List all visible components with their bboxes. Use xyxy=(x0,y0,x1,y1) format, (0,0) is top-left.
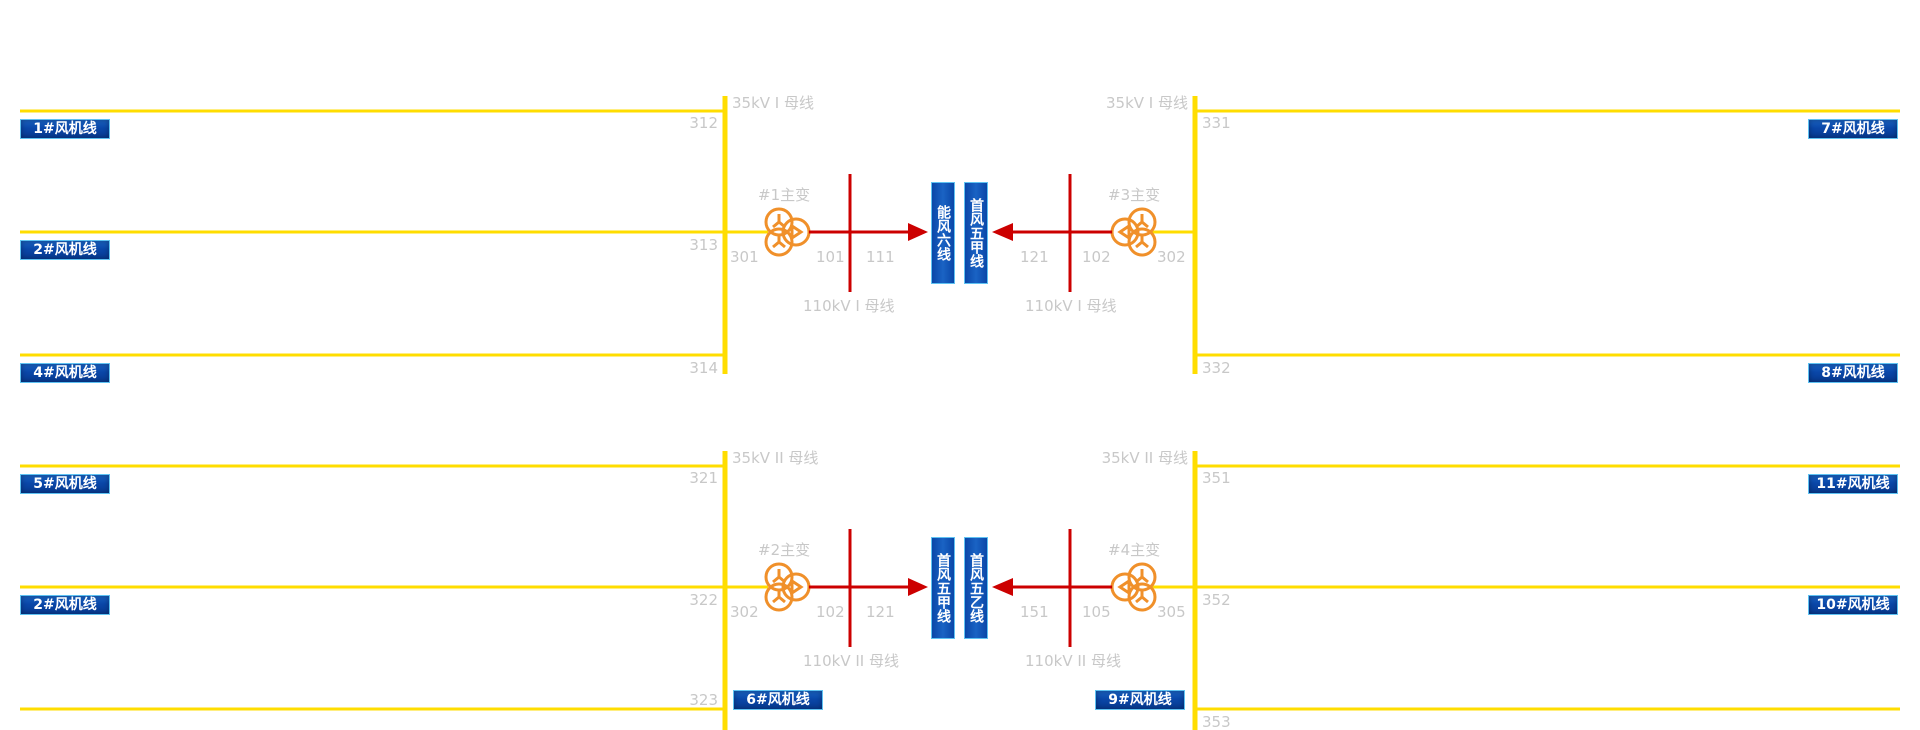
switch-label: 322 xyxy=(689,591,718,609)
switch-label: 301 xyxy=(730,248,759,266)
transformer-icon[interactable] xyxy=(1110,562,1157,612)
feeder-label-11[interactable]: 11#风机线 xyxy=(1808,474,1898,494)
transformer-icon[interactable] xyxy=(764,562,811,612)
switch-label: 102 xyxy=(1082,248,1111,266)
switch-label: 323 xyxy=(689,691,718,709)
bus-label: 110kV I 母线 xyxy=(803,297,895,315)
switch-label: 105 xyxy=(1082,603,1111,621)
feeder-label-2b[interactable]: 2#风机线 xyxy=(20,595,110,615)
switch-label: 313 xyxy=(689,236,718,254)
switch-label: 331 xyxy=(1202,114,1231,132)
switch-label: 302 xyxy=(1157,248,1186,266)
arrow-left-icon xyxy=(992,578,1013,596)
transformer-label: #2主变 xyxy=(758,541,810,559)
outgoing-line-box[interactable]: 首风五甲线 xyxy=(931,537,955,639)
bus-label: 110kV II 母线 xyxy=(803,652,899,670)
bus-label: 35kV I 母线 xyxy=(1106,94,1188,112)
section-1: 35kV I 母线 312 313 314 #1主变 301 101 111 1… xyxy=(20,94,1900,377)
bus-label: 35kV II 母线 xyxy=(1102,449,1188,467)
arrow-left-icon xyxy=(992,223,1013,241)
bus-label: 110kV II 母线 xyxy=(1025,652,1121,670)
feeder-label-6[interactable]: 6#风机线 xyxy=(733,690,823,710)
switch-label: 151 xyxy=(1020,603,1049,621)
switch-label: 121 xyxy=(866,603,895,621)
switch-label: 353 xyxy=(1202,713,1231,730)
outgoing-line-box[interactable]: 首风五甲线 xyxy=(964,182,988,284)
transformer-label: #1主变 xyxy=(758,186,810,204)
switch-label: 332 xyxy=(1202,359,1231,377)
section-2: 35kV II 母线 321 322 323 #2主变 302 102 121 … xyxy=(20,449,1900,730)
feeder-label-7[interactable]: 7#风机线 xyxy=(1808,119,1898,139)
switch-label: 102 xyxy=(816,603,845,621)
arrow-right-icon xyxy=(908,578,928,596)
switch-label: 352 xyxy=(1202,591,1231,609)
switch-label: 101 xyxy=(816,248,845,266)
transformer-icon[interactable] xyxy=(764,207,811,257)
feeder-label-5[interactable]: 5#风机线 xyxy=(20,474,110,494)
switch-label: 305 xyxy=(1157,603,1186,621)
switch-label: 302 xyxy=(730,603,759,621)
switch-label: 121 xyxy=(1020,248,1049,266)
bus-label: 35kV I 母线 xyxy=(732,94,814,112)
feeder-label-9[interactable]: 9#风机线 xyxy=(1095,690,1185,710)
feeder-label-2[interactable]: 2#风机线 xyxy=(20,240,110,260)
transformer-label: #4主变 xyxy=(1108,541,1160,559)
switch-label: 321 xyxy=(689,469,718,487)
bus-label: 110kV I 母线 xyxy=(1025,297,1117,315)
switch-label: 314 xyxy=(689,359,718,377)
bus-label: 35kV II 母线 xyxy=(732,449,818,467)
switch-label: 111 xyxy=(866,248,895,266)
transformer-label: #3主变 xyxy=(1108,186,1160,204)
feeder-label-10[interactable]: 10#风机线 xyxy=(1808,595,1898,615)
switch-label: 351 xyxy=(1202,469,1231,487)
switch-label: 312 xyxy=(689,114,718,132)
transformer-icon[interactable] xyxy=(1110,207,1157,257)
arrow-right-icon xyxy=(908,223,928,241)
outgoing-line-box[interactable]: 能风六线 xyxy=(931,182,955,284)
feeder-label-8[interactable]: 8#风机线 xyxy=(1808,363,1898,383)
outgoing-line-box[interactable]: 首风五乙线 xyxy=(964,537,988,639)
feeder-label-1[interactable]: 1#风机线 xyxy=(20,119,110,139)
feeder-label-4[interactable]: 4#风机线 xyxy=(20,363,110,383)
